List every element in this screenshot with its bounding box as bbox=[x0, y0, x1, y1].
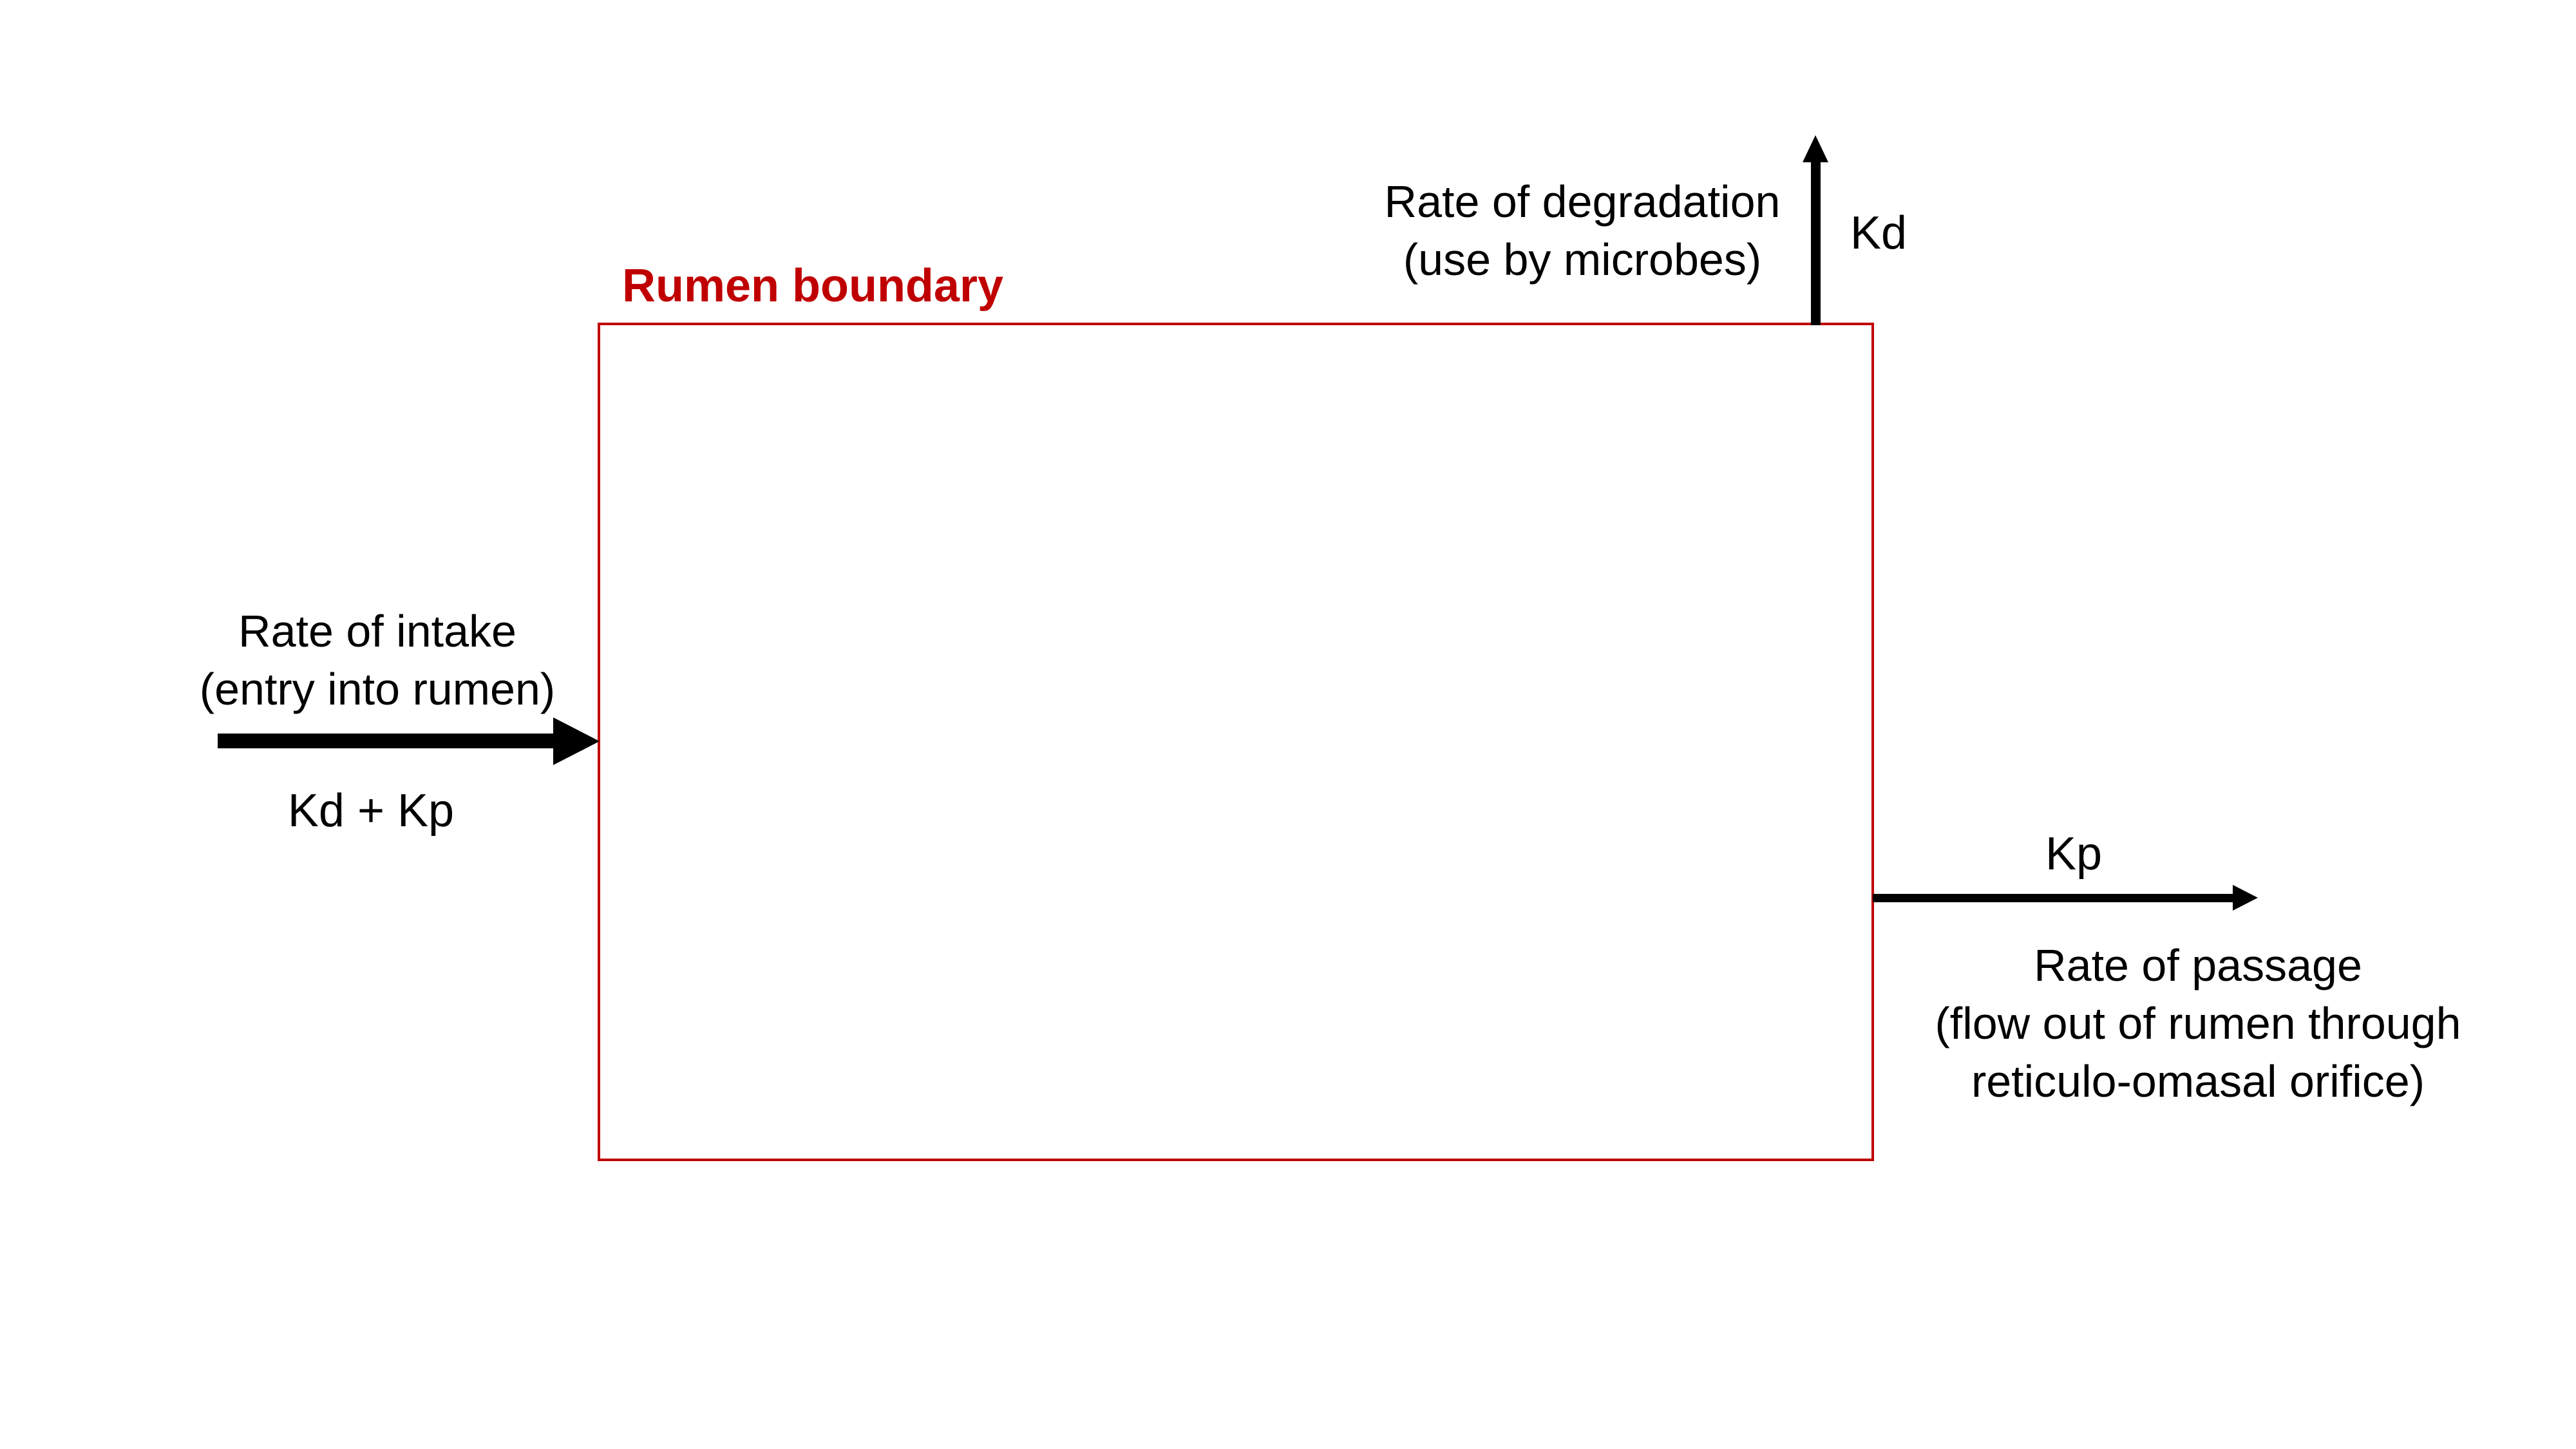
arrow-up-icon bbox=[1803, 135, 1828, 162]
passage-flow-label: Rate of passage (flow out of rumen throu… bbox=[1876, 936, 2520, 1110]
arrow-right-icon bbox=[553, 717, 600, 765]
degradation-arrow-shaft bbox=[1811, 161, 1821, 325]
passage-arrow-shaft bbox=[1873, 894, 2235, 902]
rumen-boundary-label: Rumen boundary bbox=[621, 260, 1004, 312]
degradation-flow-label: Rate of degradation (use by microbes) bbox=[1293, 173, 1872, 289]
passage-rate-constant-label: Kp bbox=[2045, 828, 2103, 880]
intake-flow-label: Rate of intake (entry into rumen) bbox=[120, 602, 635, 718]
passage-flow-label-line2: (flow out of rumen through bbox=[1935, 998, 2461, 1048]
intake-rate-constant-label: Kd + Kp bbox=[287, 785, 455, 837]
degradation-flow-label-line1: Rate of degradation bbox=[1384, 176, 1781, 227]
intake-flow-label-line2: (entry into rumen) bbox=[199, 664, 556, 714]
degradation-flow-label-line2: (use by microbes) bbox=[1403, 234, 1762, 285]
passage-flow-label-line1: Rate of passage bbox=[2034, 940, 2362, 990]
arrow-right-icon bbox=[2233, 885, 2258, 911]
intake-arrow-shaft bbox=[218, 734, 554, 748]
degradation-rate-constant-label: Kd bbox=[1850, 207, 1908, 259]
rumen-boundary-rectangle bbox=[598, 323, 1874, 1161]
passage-flow-label-line3: reticulo-omasal orifice) bbox=[1971, 1056, 2425, 1106]
intake-flow-label-line1: Rate of intake bbox=[238, 606, 516, 656]
